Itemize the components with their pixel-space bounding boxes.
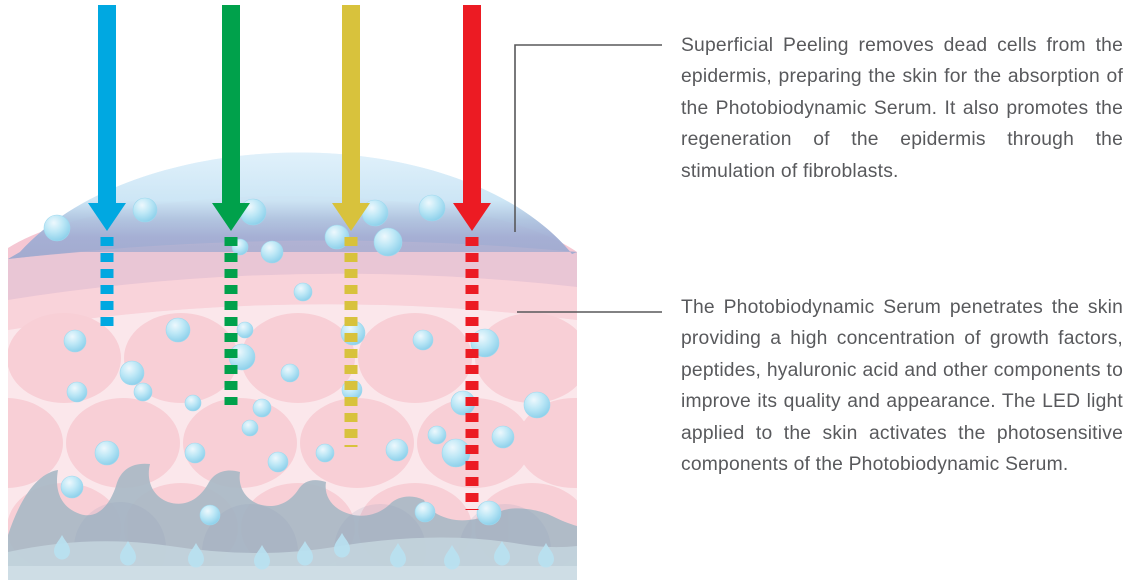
- green-arrow-head: [212, 203, 250, 231]
- subcutaneous-bottom-strip: [8, 566, 577, 580]
- led-arrow-red: [453, 5, 491, 510]
- led-arrow-yellow: [332, 5, 370, 447]
- serum-dome-body: [8, 152, 577, 259]
- yellow-arrow-shaft: [342, 5, 360, 205]
- papillary-dermis-band: [8, 273, 577, 330]
- blue-arrow-shaft: [98, 5, 116, 205]
- annotation-superficial-peeling: Superficial Peeling removes dead cells f…: [681, 35, 1123, 182]
- subcutaneous-layer: [8, 463, 577, 581]
- upper-dermis-band: [8, 241, 577, 300]
- blue-arrow-head: [88, 203, 126, 231]
- red-arrow-head: [453, 203, 491, 231]
- annotation-photobiodynamic-serum: The Photobiodynamic Serum penetrates the…: [681, 297, 1123, 476]
- yellow-arrow-head: [332, 203, 370, 231]
- serum-bubbles: [43, 194, 551, 526]
- led-arrow-blue: [88, 5, 126, 328]
- red-arrow-shaft: [463, 5, 481, 205]
- callout-line-superficial-peeling: [514, 44, 662, 232]
- green-arrow-shaft: [222, 5, 240, 205]
- skin-block: [8, 152, 577, 581]
- led-arrow-green: [212, 5, 250, 405]
